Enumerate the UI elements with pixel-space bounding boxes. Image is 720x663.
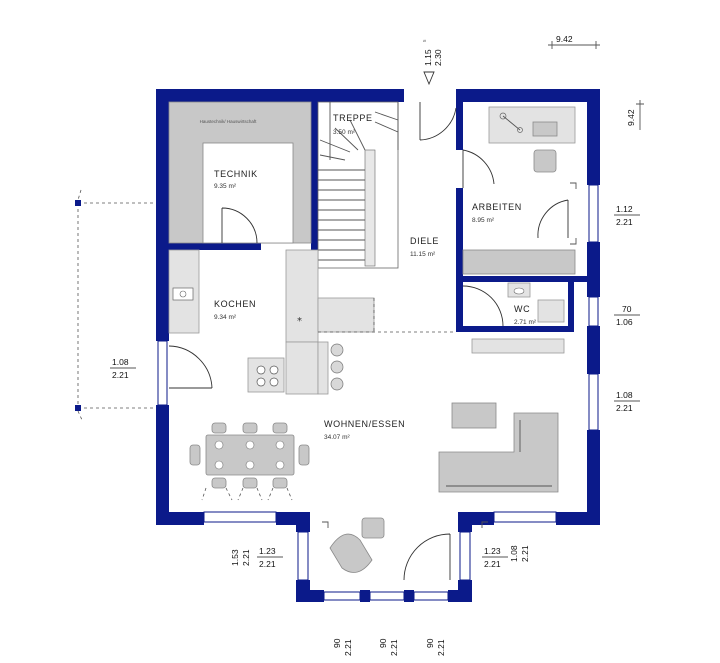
dim-wc-win-top: 70 — [622, 304, 632, 314]
kochen-label: KOCHEN — [214, 299, 256, 309]
dim-bay-right-b-bottom: 2.21 — [520, 545, 530, 562]
dim-top-width: 9.42 — [556, 34, 573, 44]
dim-arbeiten-win-top: 1.12 — [616, 204, 633, 214]
dim-kitchen-door-top: 1.08 — [112, 357, 129, 367]
exterior-walls — [156, 89, 600, 602]
dim-bay-right-a-bottom: 2.21 — [484, 559, 501, 569]
kitchen-fixtures: * — [168, 249, 375, 395]
wc-label: WC — [514, 304, 530, 314]
technik-area: 9.35 m² — [214, 183, 237, 190]
dim-bay-bottom-2-top: 90 — [378, 638, 388, 648]
diele-label: DIELE — [410, 236, 439, 246]
technik-sub-label: Haustechnik/ Hauswirtschaft — [200, 119, 258, 124]
technik-fixtures — [168, 101, 312, 244]
dim-wohnen-win-bottom: 2.21 — [616, 403, 633, 413]
room-labels: Haustechnik/ Hauswirtschaft TECHNIK 9.35… — [200, 113, 537, 441]
treppe-area: 3.50 m² — [333, 129, 356, 136]
dim-wc-win-bottom: 1.06 — [616, 317, 633, 327]
diele-area: 11.15 m² — [410, 251, 436, 258]
dim-bay-bottom-3-bottom: 2.21 — [436, 639, 446, 656]
kochen-area: 9.34 m² — [214, 314, 237, 321]
stair — [317, 101, 399, 269]
dining-set — [189, 422, 310, 501]
dim-bay-bottom-3-top: 90 — [425, 638, 435, 648]
wohnen-area: 34.07 m² — [324, 434, 350, 441]
svg-text:*: * — [297, 316, 302, 327]
dim-bay-left-b-top: 1.23 — [259, 546, 276, 556]
arbeiten-label: ARBEITEN — [472, 202, 522, 212]
technik-label: TECHNIK — [214, 169, 258, 179]
dim-bay-left-a-top: 1.53 — [230, 549, 240, 566]
dim-bay-left-b-bottom: 2.21 — [259, 559, 276, 569]
wohnen-label: WOHNEN/ESSEN — [324, 419, 405, 429]
windows — [157, 184, 599, 601]
dim-bay-bottom-1-top: 90 — [332, 638, 342, 648]
dim-entrance-top: 1.15 — [423, 49, 433, 66]
dim-right-height: 9.42 — [626, 109, 636, 126]
dim-wohnen-win-top: 1.08 — [616, 390, 633, 400]
dim-arbeiten-win-bottom: 2.21 — [616, 217, 633, 227]
dim-bay-left-a-bottom: 2.21 — [241, 549, 251, 566]
living-set — [329, 402, 559, 573]
dimensions: 9.42 9.42 1.15 5 2.30 1.12 2.21 70 1.06 … — [110, 34, 644, 656]
dim-bay-bottom-1-bottom: 2.21 — [343, 639, 353, 656]
interior-walls — [169, 102, 587, 332]
dim-entrance-sup: 5 — [422, 39, 427, 42]
dim-kitchen-door-bottom: 2.21 — [112, 370, 129, 380]
dim-bay-right-a-top: 1.23 — [484, 546, 501, 556]
doors — [168, 102, 569, 581]
dim-bay-bottom-2-bottom: 2.21 — [389, 639, 399, 656]
treppe-label: TREPPE — [333, 113, 373, 123]
wc-fixtures — [471, 282, 565, 354]
wc-area: 2.71 m² — [514, 319, 537, 326]
dim-bay-right-b-top: 1.08 — [509, 545, 519, 562]
arbeiten-area: 8.95 m² — [472, 217, 495, 224]
arbeiten-furniture — [462, 106, 576, 275]
dim-entrance-bottom: 2.30 — [433, 49, 443, 66]
terrace-outline — [75, 189, 156, 421]
